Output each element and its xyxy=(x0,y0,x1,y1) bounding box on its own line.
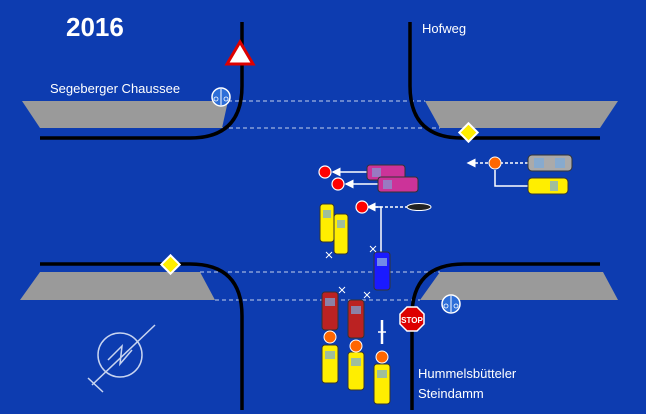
yellow-diamond-icon xyxy=(159,253,182,276)
street-label-south-1: Hummelsbütteler xyxy=(418,366,517,381)
car-blue xyxy=(373,251,391,291)
car-yellow xyxy=(319,203,335,243)
car-yellow xyxy=(347,351,365,391)
collision-marker xyxy=(331,177,345,191)
bicycle-pedestrian-icon xyxy=(441,294,461,314)
arrow-eastbound-lower xyxy=(494,170,528,187)
car-yellow xyxy=(333,213,349,255)
approach-marker xyxy=(323,330,337,344)
north-arrow-compass-icon xyxy=(87,324,156,393)
approach-markers xyxy=(323,156,502,364)
car-gray xyxy=(527,154,573,172)
car-red xyxy=(347,299,365,339)
stop-octagon-icon: STOP xyxy=(399,306,425,332)
crosswalk-north-east xyxy=(425,101,618,128)
crosswalk-south-west xyxy=(20,272,215,300)
bicycle xyxy=(378,320,386,344)
approach-marker xyxy=(375,350,389,364)
approach-marker xyxy=(488,156,502,170)
street-label-south-2: Steindamm xyxy=(418,386,484,401)
bicycle-pedestrian-icon xyxy=(211,87,231,107)
collision-marker xyxy=(318,165,332,179)
stop-sign-text: STOP xyxy=(401,316,423,325)
motorcycle xyxy=(406,203,432,211)
crosswalk-dashed-lines xyxy=(200,100,440,301)
car-magenta xyxy=(377,176,419,193)
collision-marker xyxy=(355,200,369,214)
crosswalk-north-west xyxy=(22,101,228,128)
car-yellow xyxy=(373,363,391,405)
collision-markers xyxy=(318,165,369,214)
yellow-diamond-icon xyxy=(457,121,480,144)
car-yellow xyxy=(321,344,339,384)
car-yellow xyxy=(527,177,569,195)
car-red xyxy=(321,291,339,331)
year-label: 2016 xyxy=(66,12,124,42)
street-label-west: Segeberger Chaussee xyxy=(50,81,180,96)
crosswalk-south-east xyxy=(420,272,618,300)
triangle-warning-icon xyxy=(224,39,256,66)
street-label-north: Hofweg xyxy=(422,21,466,36)
impact-sparkles xyxy=(325,245,377,299)
approach-marker xyxy=(349,339,363,353)
